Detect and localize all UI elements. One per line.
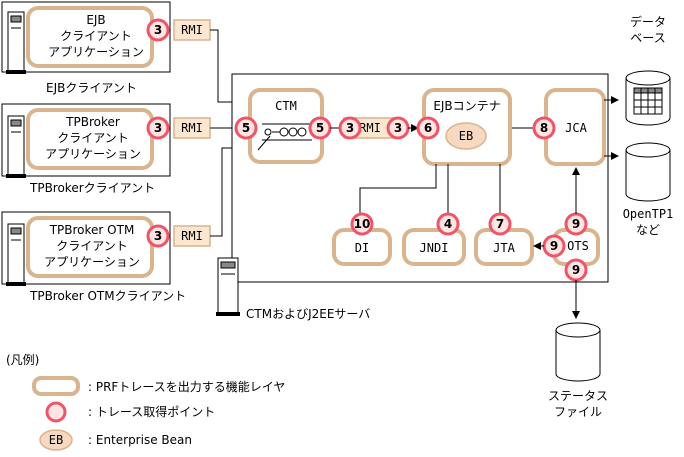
trace-point-di (350, 212, 374, 236)
trace-point-ejb-in (416, 116, 440, 140)
ctm-label: CTM (275, 99, 297, 113)
database-cylinder (625, 70, 671, 126)
opentp1-cylinder (625, 142, 671, 202)
trace-point-ots-top-number: 9 (572, 217, 580, 231)
tpbroker-otm-client-machine-icon (6, 223, 26, 286)
trace-point-ots-bottom-number: 9 (572, 263, 580, 277)
trace-point-ejb-in-number: 6 (424, 121, 432, 135)
tpbroker-client-app-layer (26, 108, 154, 170)
jndi-layer (402, 228, 466, 266)
ots-label: OTS (567, 239, 589, 253)
server-machine-icon (216, 257, 240, 316)
trace-point-rmi-in-number: 3 (346, 121, 354, 135)
tpbroker-otm-client-caption: TPBroker OTMクライアント (29, 289, 186, 303)
trace-point-tpbroker-client (146, 116, 170, 140)
rmi-otm-client-label: RMI (181, 229, 203, 243)
enterprise-bean-label: EB (459, 129, 473, 143)
ejb-client-app-line2: クライアント (60, 29, 132, 43)
database-label-line2: ベース (630, 31, 665, 45)
tpbroker-client-group: TPBroker クライアント アプリケーション TPBrokerクライアント … (1, 103, 211, 195)
ejb-client-caption: EJBクライアント (46, 81, 137, 95)
trace-point-ejb-client-number: 3 (154, 23, 162, 37)
ejb-client-app-line3: アプリケーション (48, 45, 144, 59)
jta-label: JTA (493, 241, 515, 255)
legend-layer-text: : PRFトレースを出力する機能レイヤ (88, 379, 285, 394)
tpbroker-otm-client-group: TPBroker OTM クライアント アプリケーション TPBroker OT… (1, 211, 211, 303)
database-label-line1: データ (630, 14, 666, 29)
trace-point-jta-number: 7 (496, 217, 504, 231)
legend-point-swatch (45, 401, 67, 423)
trace-point-jndi-number: 4 (444, 217, 452, 231)
trace-point-di-number: 10 (354, 217, 371, 231)
ejb-container-label: EJBコンテナ (433, 99, 500, 113)
tpbroker-client-app-line1: TPBroker (65, 115, 120, 129)
status-file-cylinder (555, 322, 601, 382)
ctm-queue-icon (257, 123, 312, 151)
rmi-server-label: RMI (359, 121, 381, 135)
tpbroker-otm-client-app-line2: クライアント (56, 239, 128, 253)
trace-point-jca (532, 116, 556, 140)
trace-point-ctm-out-number: 5 (316, 121, 324, 135)
trace-point-otm-client-number: 3 (154, 229, 162, 243)
trace-point-rmi-in (338, 116, 362, 140)
tpbroker-client-app-line2: クライアント (57, 131, 129, 145)
status-file-label-line2: ファイル (554, 405, 602, 419)
jndi-label: JNDI (420, 241, 449, 255)
rmi-ejb-client-label: RMI (181, 23, 203, 37)
legend: (凡例) : PRFトレースを出力する機能レイヤ : トレース取得ポイント EB… (6, 353, 285, 451)
trace-point-ctm-in (234, 116, 258, 140)
tpbroker-client-caption: TPBrokerクライアント (29, 181, 155, 195)
tpbroker-client-machine-icon (6, 115, 26, 178)
di-label: DI (355, 241, 369, 255)
trace-point-tpbroker-client-number: 3 (154, 121, 162, 135)
rmi-tpbroker-client-label: RMI (181, 121, 203, 135)
legend-eb-text: : Enterprise Bean (88, 433, 192, 447)
ejb-client-machine-icon (6, 11, 26, 74)
server-caption: CTMおよびJ2EEサーバ (246, 307, 370, 321)
trace-point-jta (488, 212, 512, 236)
ejb-client-app-line1: EJB (86, 13, 105, 27)
trace-point-jca-number: 8 (540, 121, 548, 135)
ejb-to-di-line (359, 164, 437, 214)
opentp1-label-line2: など (636, 223, 660, 237)
ejb-client-group: EJB クライアント アプリケーション EJBクライアント 3 RMI (1, 1, 211, 95)
trace-point-ots-left-number: 9 (550, 239, 558, 253)
legend-point-text: : トレース取得ポイント (88, 404, 215, 419)
tpbroker-client-app-line3: アプリケーション (45, 147, 141, 161)
trace-point-jndi (436, 212, 460, 236)
trace-point-ejb-client (146, 18, 170, 42)
opentp1-label-line1: OpenTP1 (623, 207, 674, 221)
tpbroker-otm-client-app-line1: TPBroker OTM (49, 223, 135, 237)
j2ee-server-group: CTMおよびJ2EEサーバ CTM 5 5 RMI 3 3 EJBコンテナ (216, 73, 609, 321)
jca-label: JCA (565, 121, 587, 135)
trace-point-rmi-out-number: 3 (394, 121, 402, 135)
legend-layer-swatch (32, 376, 80, 396)
legend-eb-swatch (39, 429, 73, 451)
enterprise-bean (445, 122, 487, 150)
legend-eb-symbol: EB (49, 433, 63, 447)
status-file-label-line1: ステータス (548, 389, 608, 403)
legend-title: (凡例) (6, 353, 39, 367)
trace-point-otm-client (146, 224, 170, 248)
tpbroker-otm-client-app-line3: アプリケーション (44, 255, 140, 269)
tpbroker-otm-client-app-layer (26, 216, 154, 278)
trace-point-ctm-in-number: 5 (242, 121, 250, 135)
